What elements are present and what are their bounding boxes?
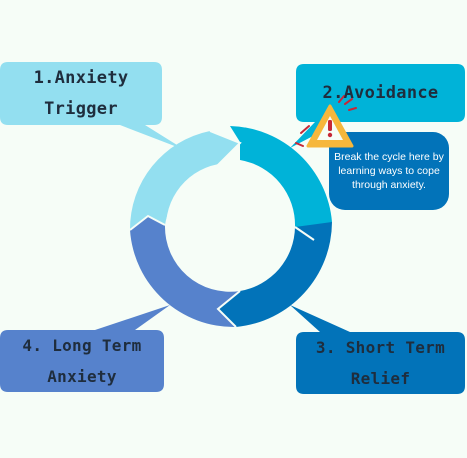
segment-divider (294, 226, 315, 241)
cycle-segment-longterm (130, 216, 240, 328)
step-label-short-term-relief: 3. Short Term Relief (315, 338, 446, 388)
note-bubble-shape (329, 132, 449, 210)
segment-divider (216, 290, 241, 328)
cycle-segment-relief (218, 222, 332, 327)
note-text: Break the cycle here by learning ways to… (334, 151, 444, 191)
callout-relief-shape (290, 305, 465, 394)
callout-trigger-shape (0, 62, 185, 150)
step-label-long-term-anxiety: 4. Long Term Anxiety (22, 336, 142, 386)
cycle-segment-avoidance (230, 126, 332, 240)
cycle-center (166, 163, 294, 291)
callout-avoidance-shape (290, 64, 465, 148)
warning-triangle-icon (295, 95, 357, 148)
step-label-anxiety-trigger: 1.Anxiety Trigger (33, 67, 129, 119)
step-label-avoidance: 2.Avoidance (322, 82, 439, 103)
cycle-segment-trigger (129, 131, 240, 230)
callout-longterm-shape (0, 305, 170, 392)
segment-divider (129, 214, 166, 231)
segment-divider (209, 130, 242, 174)
